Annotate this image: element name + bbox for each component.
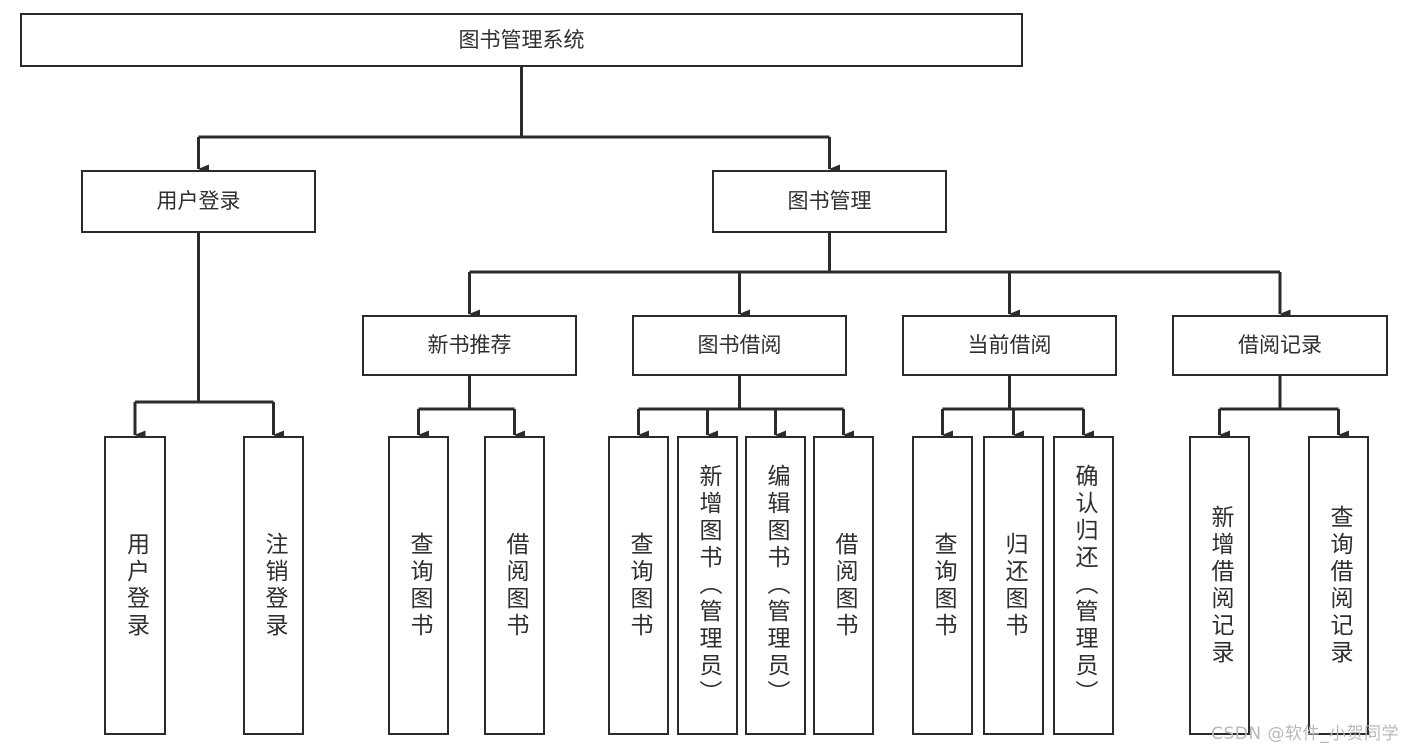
node-leaf-user-logout[interactable]: 注销登录 (243, 436, 304, 735)
node-leaf-query-book-3[interactable]: 查询图书 (912, 436, 973, 735)
node-leaf-borrow-book-1-label: 借阅图书 (502, 531, 528, 640)
node-leaf-user-login-label: 用户登录 (122, 531, 149, 640)
node-root-label: 图书管理系统 (458, 27, 585, 52)
node-leaf-add-book[interactable]: 新增图书（管理员） (677, 436, 738, 735)
node-book-borrow[interactable]: 图书借阅 (632, 315, 847, 376)
node-leaf-edit-book-label: 编辑图书（管理员） (763, 464, 789, 707)
node-current-borrow-label: 当前借阅 (967, 333, 1052, 358)
node-borrow-record-label: 借阅记录 (1238, 333, 1322, 358)
node-book-management-label: 图书管理 (787, 189, 872, 214)
node-leaf-confirm-return-label: 确认归还（管理员） (1071, 464, 1097, 707)
node-leaf-borrow-book-2-label: 借阅图书 (831, 531, 857, 640)
node-leaf-add-record[interactable]: 新增借阅记录 (1189, 436, 1250, 735)
node-leaf-borrow-book-2[interactable]: 借阅图书 (813, 436, 874, 735)
node-book-borrow-label: 图书借阅 (697, 333, 782, 358)
node-new-book-recommend[interactable]: 新书推荐 (362, 315, 577, 376)
node-leaf-return-book[interactable]: 归还图书 (983, 436, 1044, 735)
node-leaf-query-book-2-label: 查询图书 (626, 531, 652, 640)
node-leaf-edit-book[interactable]: 编辑图书（管理员） (745, 436, 806, 735)
node-leaf-borrow-book-1[interactable]: 借阅图书 (484, 436, 545, 735)
node-current-borrow[interactable]: 当前借阅 (902, 315, 1117, 376)
node-leaf-add-book-label: 新增图书（管理员） (695, 464, 721, 707)
node-book-management[interactable]: 图书管理 (712, 170, 947, 233)
node-user-login[interactable]: 用户登录 (81, 170, 316, 233)
node-leaf-query-book-2[interactable]: 查询图书 (608, 436, 669, 735)
node-new-book-recommend-label: 新书推荐 (427, 333, 512, 358)
node-leaf-confirm-return[interactable]: 确认归还（管理员） (1053, 436, 1114, 735)
node-leaf-query-book-1[interactable]: 查询图书 (388, 436, 449, 735)
node-leaf-query-record-label: 查询借阅记录 (1326, 504, 1352, 667)
node-root[interactable]: 图书管理系统 (20, 13, 1023, 67)
watermark: CSDN @软件_小贺同学 (1211, 724, 1399, 744)
node-borrow-record[interactable]: 借阅记录 (1172, 315, 1388, 376)
node-leaf-return-book-label: 归还图书 (1001, 531, 1027, 640)
node-user-login-label: 用户登录 (156, 189, 241, 214)
node-leaf-user-logout-label: 注销登录 (261, 531, 287, 640)
node-leaf-query-book-1-label: 查询图书 (406, 531, 432, 640)
node-leaf-query-book-3-label: 查询图书 (930, 531, 956, 640)
node-leaf-add-record-label: 新增借阅记录 (1207, 504, 1233, 667)
node-leaf-user-login[interactable]: 用户登录 (104, 436, 166, 735)
node-leaf-query-record[interactable]: 查询借阅记录 (1308, 436, 1369, 735)
